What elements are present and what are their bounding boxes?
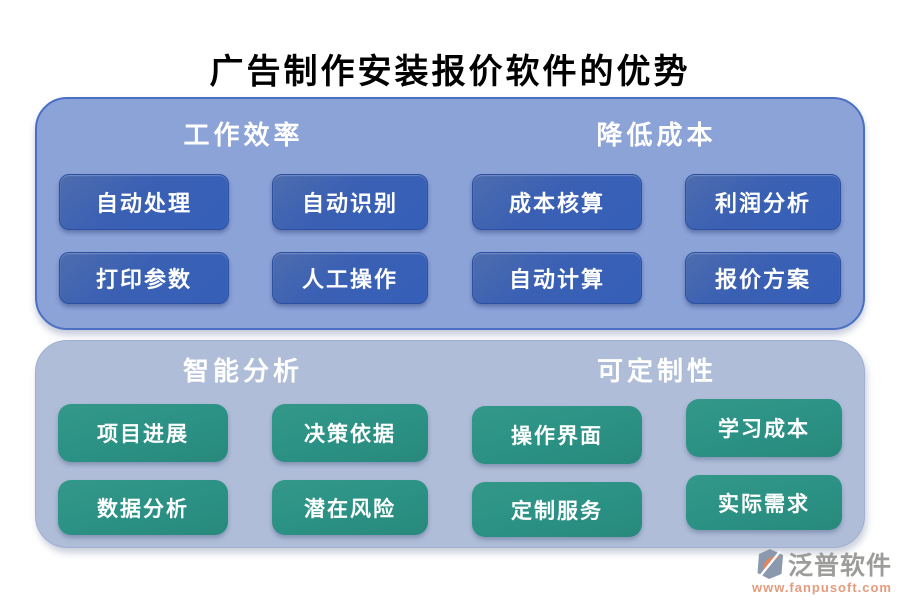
button-auto-recognition[interactable]: 自动识别 [272, 174, 428, 230]
button-data-analysis[interactable]: 数据分析 [58, 480, 228, 535]
brand-url: www.fanpusoft.com [751, 580, 892, 595]
page-title: 广告制作安装报价软件的优势 [209, 54, 691, 91]
button-project-progress[interactable]: 项目进展 [58, 404, 228, 462]
button-auto-calculation[interactable]: 自动计算 [472, 252, 642, 304]
button-operation-interface[interactable]: 操作界面 [472, 406, 642, 464]
panel-bottom-halves: 智能分析 项目进展 决策依据 数据分析 潜在风险 可定制性 操作界面 学习成本 … [36, 341, 864, 547]
button-grid: 操作界面 学习成本 定制服务 实际需求 [450, 399, 864, 537]
button-potential-risk[interactable]: 潜在风险 [272, 480, 428, 535]
section-customizability: 可定制性 操作界面 学习成本 定制服务 实际需求 [450, 341, 864, 547]
button-auto-processing[interactable]: 自动处理 [59, 174, 229, 230]
button-profit-analysis[interactable]: 利润分析 [685, 174, 841, 230]
section-header-customizability: 可定制性 [596, 357, 717, 386]
button-grid: 自动处理 自动识别 打印参数 人工操作 [37, 174, 450, 304]
button-grid: 成本核算 利润分析 自动计算 报价方案 [450, 174, 863, 304]
section-header-cost-reduction: 降低成本 [596, 121, 717, 150]
panel-top-halves: 工作效率 自动处理 自动识别 打印参数 人工操作 降低成本 成本核算 利润分析 … [37, 99, 863, 328]
button-quotation-plan[interactable]: 报价方案 [685, 252, 841, 304]
section-header-intelligent-analysis: 智能分析 [182, 357, 303, 386]
brand-name: 泛普软件 [787, 553, 892, 580]
section-header-work-efficiency: 工作效率 [183, 121, 304, 150]
button-learning-cost[interactable]: 学习成本 [686, 399, 842, 457]
section-work-efficiency: 工作效率 自动处理 自动识别 打印参数 人工操作 [37, 99, 450, 328]
section-intelligent-analysis: 智能分析 项目进展 决策依据 数据分析 潜在风险 [36, 341, 450, 547]
brand-row: 泛普软件 [752, 546, 892, 582]
button-cost-accounting[interactable]: 成本核算 [472, 174, 642, 230]
panel-analysis-and-customization: 智能分析 项目进展 决策依据 数据分析 潜在风险 可定制性 操作界面 学习成本 … [35, 340, 865, 548]
fanpu-logo-icon [755, 548, 785, 580]
button-manual-operation[interactable]: 人工操作 [272, 252, 428, 304]
panel-efficiency-and-cost: 工作效率 自动处理 自动识别 打印参数 人工操作 降低成本 成本核算 利润分析 … [35, 97, 865, 330]
button-print-parameters[interactable]: 打印参数 [59, 252, 229, 304]
button-grid: 项目进展 决策依据 数据分析 潜在风险 [36, 404, 450, 535]
button-decision-basis[interactable]: 决策依据 [272, 404, 428, 462]
button-actual-demand[interactable]: 实际需求 [686, 475, 842, 530]
section-cost-reduction: 降低成本 成本核算 利润分析 自动计算 报价方案 [450, 99, 863, 328]
button-custom-service[interactable]: 定制服务 [472, 482, 642, 537]
brand-footer: 泛普软件 www.fanpusoft.com [752, 546, 892, 595]
